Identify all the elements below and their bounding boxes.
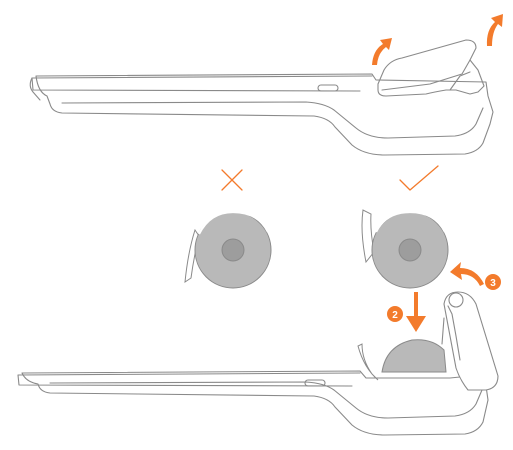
device-body bbox=[21, 370, 489, 436]
cross-mark-icon bbox=[221, 169, 243, 191]
insert-roll-arrow bbox=[406, 292, 426, 332]
device-roll-inserted-illustration bbox=[17, 291, 499, 436]
curved-arrow-up-icon bbox=[372, 38, 392, 65]
paper-roll-wrong bbox=[184, 210, 272, 289]
roll-shading bbox=[198, 210, 269, 235]
device-groove bbox=[61, 101, 484, 139]
paper-roll-inserted bbox=[381, 339, 447, 373]
roll-core bbox=[221, 238, 245, 262]
step-3-marker: 3 bbox=[485, 274, 501, 290]
paper-tail-inserted bbox=[357, 343, 379, 381]
device-lid-raised bbox=[443, 291, 499, 391]
device-groove bbox=[49, 381, 483, 419]
wrong-orientation-example bbox=[184, 169, 272, 289]
curved-arrow-left-icon bbox=[450, 262, 484, 286]
roll-shading bbox=[375, 210, 446, 233]
step-2-badge bbox=[387, 306, 403, 322]
device-lid-inner bbox=[449, 71, 471, 91]
paper-roll-correct bbox=[361, 209, 449, 289]
arrow-down-icon bbox=[406, 316, 426, 332]
device-body bbox=[35, 73, 494, 156]
step-2-marker: 2 bbox=[387, 306, 403, 322]
check-mark-icon bbox=[399, 165, 439, 191]
roll-core bbox=[398, 238, 422, 262]
device-lid-open-illustration bbox=[29, 39, 494, 156]
correct-orientation-example bbox=[361, 165, 449, 289]
device-button-slot bbox=[317, 84, 339, 92]
arrow-down-icon-shaft bbox=[414, 292, 418, 318]
open-lid-arrows bbox=[372, 14, 503, 65]
device-button-slot bbox=[304, 379, 326, 387]
device-lid-hinge bbox=[441, 305, 461, 361]
device-lid-edge bbox=[381, 59, 471, 91]
device-top-rim bbox=[17, 372, 361, 387]
device-lid-open bbox=[377, 39, 485, 97]
device-top-rim bbox=[31, 75, 373, 92]
step-2-number: 2 bbox=[392, 310, 398, 321]
step-3-number: 3 bbox=[490, 278, 496, 289]
curved-arrow-up-icon bbox=[486, 14, 503, 46]
step-3-badge bbox=[485, 274, 501, 290]
device-hinge-pin bbox=[448, 292, 464, 308]
device-end-cap bbox=[29, 77, 41, 101]
